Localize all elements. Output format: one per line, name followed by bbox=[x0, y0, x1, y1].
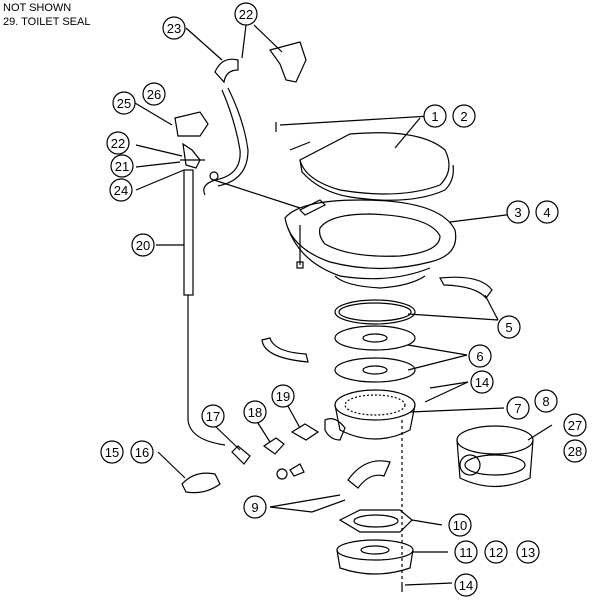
callout-17: 17 bbox=[206, 409, 220, 424]
callout-5: 5 bbox=[505, 320, 512, 335]
callout-22-top: 22 bbox=[239, 7, 253, 22]
clamp-ring-left bbox=[261, 337, 309, 363]
callout-14-upper: 14 bbox=[475, 375, 489, 390]
note-toilet-seal: 29. TOILET SEAL bbox=[3, 16, 91, 28]
callout-11: 11 bbox=[459, 545, 473, 560]
floor-flange bbox=[336, 539, 414, 575]
callout-3: 3 bbox=[514, 205, 521, 220]
callout-10: 10 bbox=[453, 518, 467, 533]
callout-22-left: 22 bbox=[111, 136, 125, 151]
pedal-shield bbox=[347, 460, 391, 489]
callout-20: 20 bbox=[136, 238, 150, 253]
callout-23: 23 bbox=[167, 21, 181, 36]
callout-25: 25 bbox=[117, 96, 131, 111]
callout-2: 2 bbox=[460, 109, 467, 124]
foot-pedal bbox=[181, 472, 221, 494]
callout-18: 18 bbox=[248, 405, 262, 420]
toilet-bowl bbox=[284, 199, 457, 289]
callout-15: 15 bbox=[105, 445, 119, 460]
sprayer-bracket bbox=[269, 41, 307, 83]
clamp-ring-right bbox=[439, 276, 493, 299]
valve-cap bbox=[174, 111, 209, 137]
gasket-bottom bbox=[334, 357, 416, 383]
valve-assembly bbox=[324, 389, 416, 441]
floor-adapter bbox=[456, 425, 534, 487]
callout-26: 26 bbox=[147, 87, 161, 102]
sprayer-head bbox=[214, 58, 239, 84]
callout-13: 13 bbox=[521, 545, 535, 560]
callout-1: 1 bbox=[431, 109, 438, 124]
callout-27: 27 bbox=[568, 418, 582, 433]
callout-4: 4 bbox=[543, 205, 550, 220]
callout-8: 8 bbox=[542, 394, 549, 409]
callout-19: 19 bbox=[276, 389, 290, 404]
spray-hose bbox=[203, 89, 241, 196]
gasket-top bbox=[334, 299, 416, 325]
callout-9: 9 bbox=[251, 500, 258, 515]
gasket-middle bbox=[334, 325, 416, 351]
flange-plate bbox=[338, 509, 413, 533]
callout-28: 28 bbox=[568, 444, 582, 459]
note-not-shown: NOT SHOWN bbox=[3, 2, 72, 14]
callout-6: 6 bbox=[476, 349, 483, 364]
callout-16: 16 bbox=[135, 445, 149, 460]
callout-24: 24 bbox=[114, 183, 128, 198]
callout-7: 7 bbox=[514, 401, 521, 416]
water-pipe bbox=[183, 169, 194, 296]
callout-12: 12 bbox=[489, 545, 503, 560]
callout-21: 21 bbox=[115, 159, 129, 174]
toilet-lid bbox=[275, 122, 454, 201]
callout-14-lower: 14 bbox=[459, 578, 473, 593]
